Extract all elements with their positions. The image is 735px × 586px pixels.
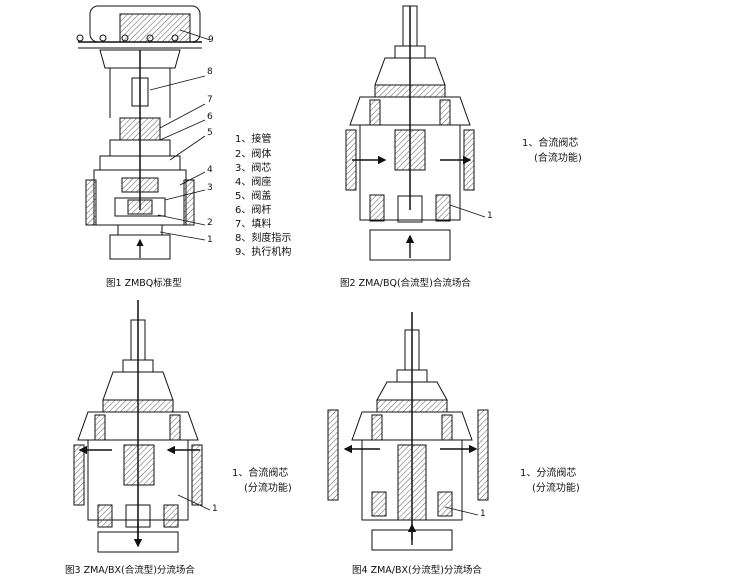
legend-item-1: 1、接管 <box>235 134 272 145</box>
legend-item-4: 4、阀座 <box>235 177 272 188</box>
fig1-leaders <box>149 29 211 241</box>
fig2-callout-1: 1 <box>487 211 493 221</box>
fig1-callout-4: 4 <box>207 165 213 175</box>
fig1-callout-5: 5 <box>207 128 213 138</box>
legend-item-3: 3、阀芯 <box>235 163 272 174</box>
fig1-callout-8: 8 <box>207 67 213 77</box>
fig3-drawing <box>73 300 211 553</box>
fig1-callout-3: 3 <box>207 183 213 193</box>
legend-item-8: 8、刻度指示 <box>235 233 292 244</box>
fig1-callout-9: 9 <box>208 35 214 45</box>
fig1-yoke <box>109 50 171 210</box>
fig1-callout-6: 6 <box>207 112 213 122</box>
fig2-caption: 图2 ZMA/BQ(合流型)合流场合 <box>340 278 471 289</box>
fig1-callout-2: 2 <box>207 218 213 228</box>
fig3-callout-1: 1 <box>212 504 218 514</box>
fig4-note-line1: 1、分流阀芯 <box>520 468 577 479</box>
fig2-note-line1: 1、合流阀芯 <box>522 138 579 149</box>
fig4-caption: 图4 ZMA/BX(分流型)分流场合 <box>352 565 482 576</box>
fig3-note-line2: (分流功能) <box>244 483 292 494</box>
fig4-note-line2: (分流功能) <box>532 483 580 494</box>
legend-item-7: 7、填料 <box>235 219 272 230</box>
legend-item-2: 2、阀体 <box>235 149 272 160</box>
fig1-callout-1: 1 <box>207 235 213 245</box>
fig1-actuator <box>76 5 202 69</box>
fig1-body <box>85 139 195 260</box>
fig2-drawing <box>345 5 486 261</box>
fig4-callout-1: 1 <box>480 509 486 519</box>
fig1-caption: 图1 ZMBQ标准型 <box>106 278 182 289</box>
legend-item-6: 6、阀杆 <box>235 205 272 216</box>
fig4-drawing <box>327 312 489 551</box>
fig1-callout-7: 7 <box>207 95 213 105</box>
fig3-note-line1: 1、合流阀芯 <box>232 468 289 479</box>
fig3-caption: 图3 ZMA/BX(合流型)分流场合 <box>65 565 195 576</box>
legend-item-9: 9、执行机构 <box>235 247 292 258</box>
fig2-note-line2: (合流功能) <box>534 153 582 164</box>
legend-item-5: 5、阀盖 <box>235 191 272 202</box>
fig1-drawing <box>76 5 211 260</box>
